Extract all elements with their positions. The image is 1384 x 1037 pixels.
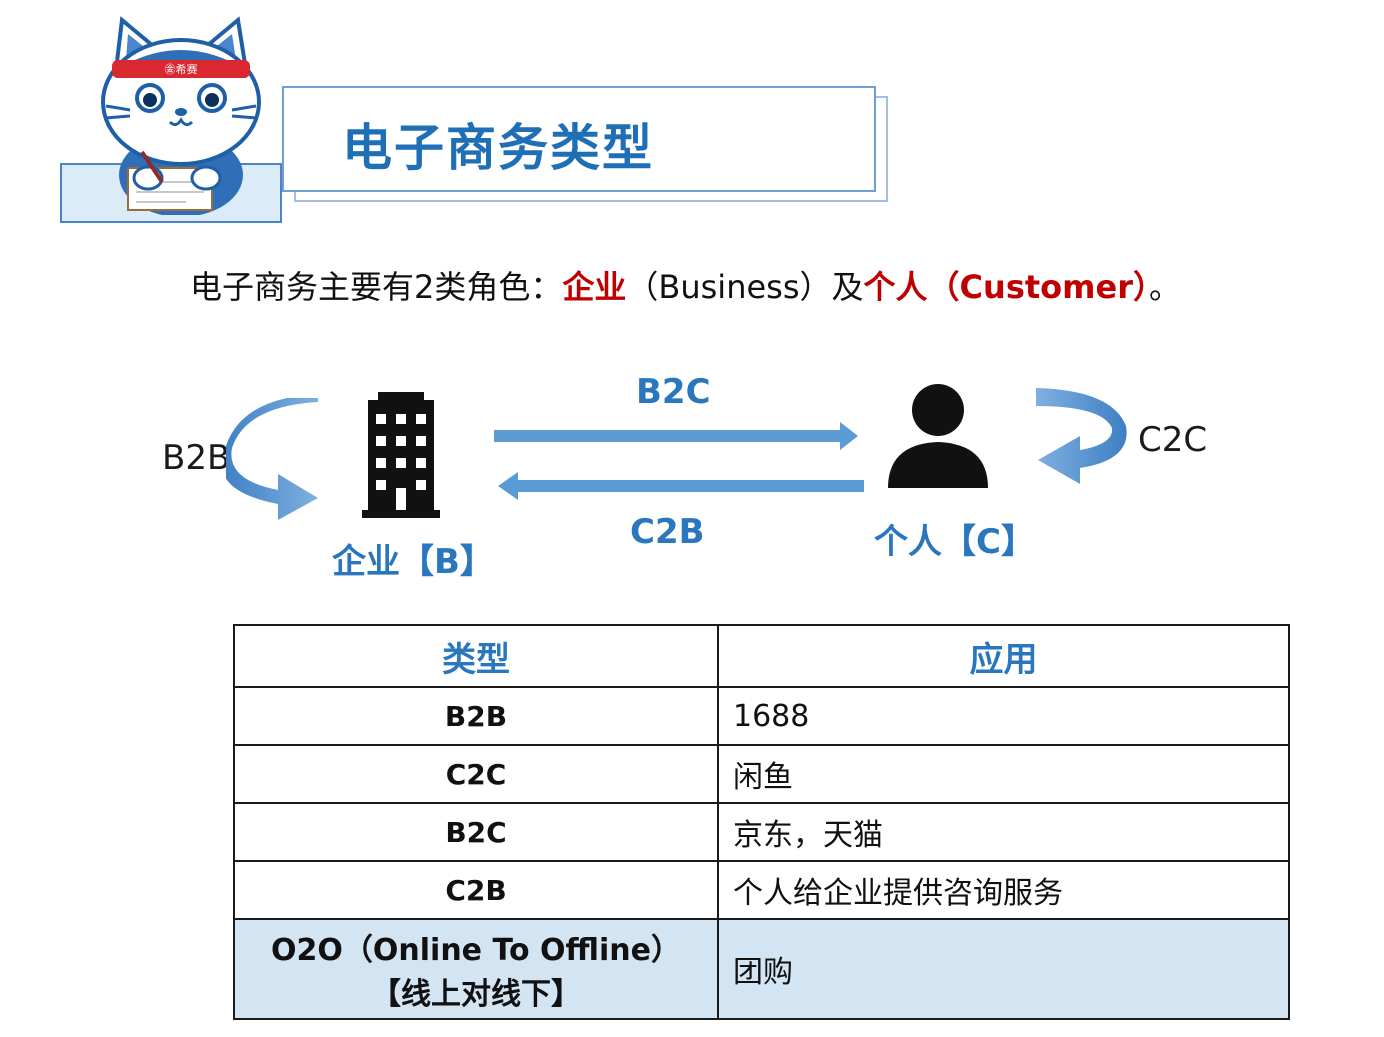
table-row-highlighted: O2O（Online To Offline） 【线上对线下】 团购 xyxy=(233,918,1290,1020)
intro-business-cn: 企业 xyxy=(562,268,627,306)
c2c-curved-arrow-icon xyxy=(1036,388,1127,484)
row-app: 闲鱼 xyxy=(717,744,1290,804)
ecommerce-types-table: 类型 应用 B2B 1688 C2C 闲鱼 B2C 京东，天猫 C2B 个人给企… xyxy=(233,624,1290,1020)
table-row: B2B 1688 xyxy=(233,686,1290,746)
row-app: 个人给企业提供咨询服务 xyxy=(717,860,1290,920)
row-app: 京东，天猫 xyxy=(717,802,1290,862)
intro-customer-en: （Customer） xyxy=(927,268,1149,306)
intro-prefix: 电子商务主要有2类角色： xyxy=(190,268,563,306)
intro-customer-cn: 个人 xyxy=(863,268,928,306)
person-icon xyxy=(888,384,988,488)
b2c-label: B2C xyxy=(636,372,711,412)
row-app: 团购 xyxy=(717,918,1290,1020)
b2c-c2b-arrows xyxy=(494,422,864,500)
page-title: 电子商务类型 xyxy=(342,119,654,177)
intro-connector: 及 xyxy=(831,268,864,306)
o2o-type-label: O2O（Online To Offline） xyxy=(271,933,681,968)
header-type: 类型 xyxy=(233,624,719,688)
headband-text: ㊎希赛 xyxy=(165,62,198,76)
b2c-arrow-icon xyxy=(494,422,858,450)
row-type: B2B xyxy=(233,686,719,746)
o2o-type-sublabel: 【线上对线下】 xyxy=(371,977,581,1012)
row-type: C2B xyxy=(233,860,719,920)
table-row: C2C 闲鱼 xyxy=(233,744,1290,804)
row-type: B2C xyxy=(233,802,719,862)
row-type: O2O（Online To Offline） 【线上对线下】 xyxy=(233,918,719,1020)
table-header-row: 类型 应用 xyxy=(233,624,1290,688)
intro-sentence: 电子商务主要有2类角色：企业（Business）及个人（Customer）。 xyxy=(190,262,1181,308)
table-row: B2C 京东，天猫 xyxy=(233,802,1290,862)
c2c-label: C2C xyxy=(1138,420,1208,460)
c2b-label: C2B xyxy=(630,512,705,552)
row-type: C2C xyxy=(233,744,719,804)
business-label: 企业【B】 xyxy=(332,542,494,582)
b2b-label: B2B xyxy=(162,438,231,478)
customer-label: 个人【C】 xyxy=(874,522,1035,562)
header-application: 应用 xyxy=(717,624,1290,688)
mascot-cat-icon: ㊎希赛 xyxy=(101,16,261,215)
title-frame xyxy=(282,86,876,192)
intro-suffix: 。 xyxy=(1148,268,1181,306)
b2b-curved-arrow-icon xyxy=(226,398,318,520)
c2b-arrow-icon xyxy=(498,472,864,500)
intro-business-en: （Business） xyxy=(626,268,832,306)
row-app: 1688 xyxy=(717,686,1290,746)
table-row: C2B 个人给企业提供咨询服务 xyxy=(233,860,1290,920)
building-icon xyxy=(362,392,440,518)
